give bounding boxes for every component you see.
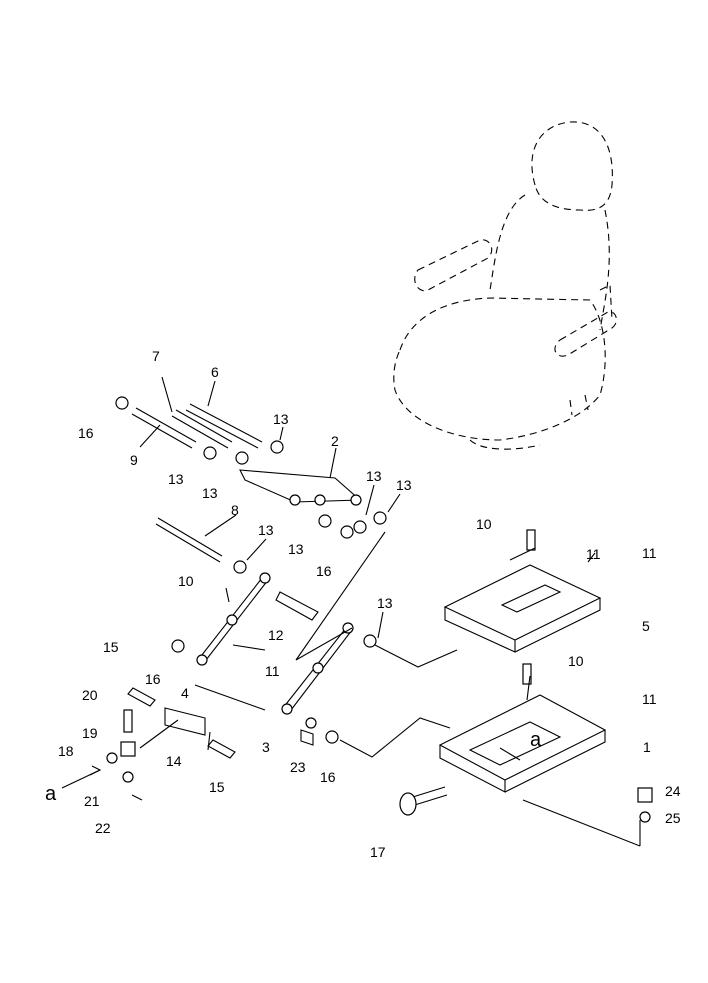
callout-18: 18 [58,743,74,759]
callout-24: 24 [665,783,681,799]
scissor-links [171,572,354,715]
callout-10-c: 10 [568,653,584,669]
callout-10-b: 10 [476,516,492,532]
callout-23: 23 [290,759,306,775]
callout-10-a: 10 [178,573,194,589]
callout-13-b: 13 [168,471,184,487]
callout-11-d: 11 [586,546,601,562]
callout-13-g: 13 [258,522,274,538]
callout-4: 4 [181,685,189,701]
callout-11-a: 11 [265,663,280,679]
callout-19: 19 [82,725,98,741]
callout-12: 12 [268,627,284,643]
callout-5: 5 [642,618,650,634]
callout-15-a: 15 [103,639,119,655]
callout-13-h: 13 [377,595,393,611]
leader-lines [61,376,641,847]
callout-16-c: 16 [145,671,161,687]
callout-17: 17 [370,844,386,860]
callout-22: 22 [95,820,111,836]
operator-seat-illustration [393,121,617,450]
callout-21: 21 [84,793,100,809]
callout-16-a: 16 [78,425,94,441]
callout-13-f: 13 [288,541,304,557]
callout-25: 25 [665,810,681,826]
callout-labels: 1 2 3 4 5 6 7 8 9 10 10 10 11 11 11 11 1… [45,348,681,860]
callout-1: 1 [643,739,651,755]
callout-2: 2 [331,433,339,449]
callout-20: 20 [82,687,98,703]
upper-plate-5 [443,529,602,653]
view-marker-a-plate: a [530,729,542,751]
callout-13-a: 13 [273,411,289,427]
callout-11-b: 11 [642,545,657,561]
view-marker-a: a [45,783,57,805]
callout-15-b: 15 [209,779,225,795]
callout-11-c: 11 [642,691,657,707]
callout-9: 9 [130,452,138,468]
callout-14: 14 [166,753,182,769]
callout-13-c: 13 [202,485,218,501]
base-plate-1 [438,663,653,823]
callout-6: 6 [211,364,219,380]
callout-16-b: 16 [316,563,332,579]
callout-13-d: 13 [366,468,382,484]
callout-16-d: 16 [320,769,336,785]
callout-7: 7 [152,348,160,364]
callout-8: 8 [231,502,239,518]
callout-3: 3 [262,739,270,755]
callout-13-e: 13 [396,477,412,493]
upper-link-assembly [115,396,362,563]
lower-link-parts [106,687,448,816]
bushing-set [233,511,387,648]
